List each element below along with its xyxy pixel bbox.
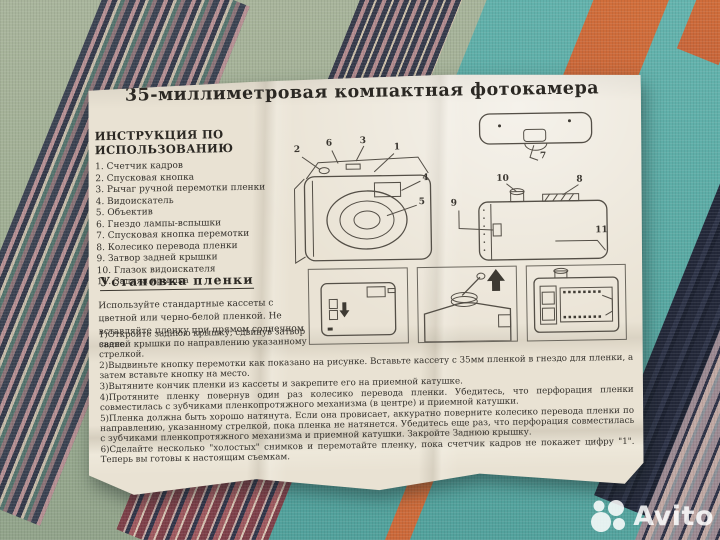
camera-back-view-drawing (446, 170, 625, 267)
figure-callout: 4 (422, 172, 429, 184)
figure-callout: 1 (393, 142, 401, 153)
open-latch-drawing (309, 268, 408, 344)
figure-callout: 9 (450, 198, 458, 209)
film-loading-figures (308, 264, 627, 345)
figure-callout: 10 (496, 173, 509, 184)
avito-logo-icon (591, 500, 626, 532)
figure-callout: 2 (293, 145, 301, 156)
install-heading: Установка пленки (99, 271, 254, 290)
figure-film-chamber (526, 264, 627, 342)
camera-front-view-drawing (270, 137, 452, 270)
rewind-knob-drawing (418, 267, 517, 343)
figure-open-latch (308, 267, 409, 345)
install-steps-list: 1)Откройте заднюю крышку, сдвинув затвор… (99, 322, 635, 466)
avito-watermark: Avito (589, 499, 714, 533)
camera-bottom-view-drawing (473, 104, 604, 176)
figure-rewind-knob (417, 266, 518, 344)
camera-front-view-figure: 2 6 3 1 4 5 (270, 137, 452, 270)
figure-callout: 6 (325, 138, 333, 149)
film-chamber-drawing (527, 265, 626, 341)
usage-section: ИНСТРУКЦИЯ ПО ИСПОЛЬЗОВАНИЮ 1. Счетчик к… (95, 126, 282, 288)
instruction-sheet: 35-миллиметровая компактная фотокамера 7… (83, 72, 647, 497)
figure-callout: 11 (595, 225, 608, 236)
usage-heading: ИНСТРУКЦИЯ ПО ИСПОЛЬЗОВАНИЮ (94, 127, 234, 158)
watermark-label: Avito (633, 500, 714, 532)
install-step-item: 1)Откройте заднюю крышку, сдвинув затвор… (98, 326, 307, 361)
camera-bottom-view-figure: 7 (473, 104, 604, 176)
figure-callout: 7 (539, 151, 547, 162)
camera-back-view-figure: 10 8 9 11 (446, 170, 625, 267)
figure-callout: 5 (418, 197, 426, 208)
figure-callout: 3 (359, 135, 367, 147)
figure-callout: 8 (576, 174, 583, 185)
